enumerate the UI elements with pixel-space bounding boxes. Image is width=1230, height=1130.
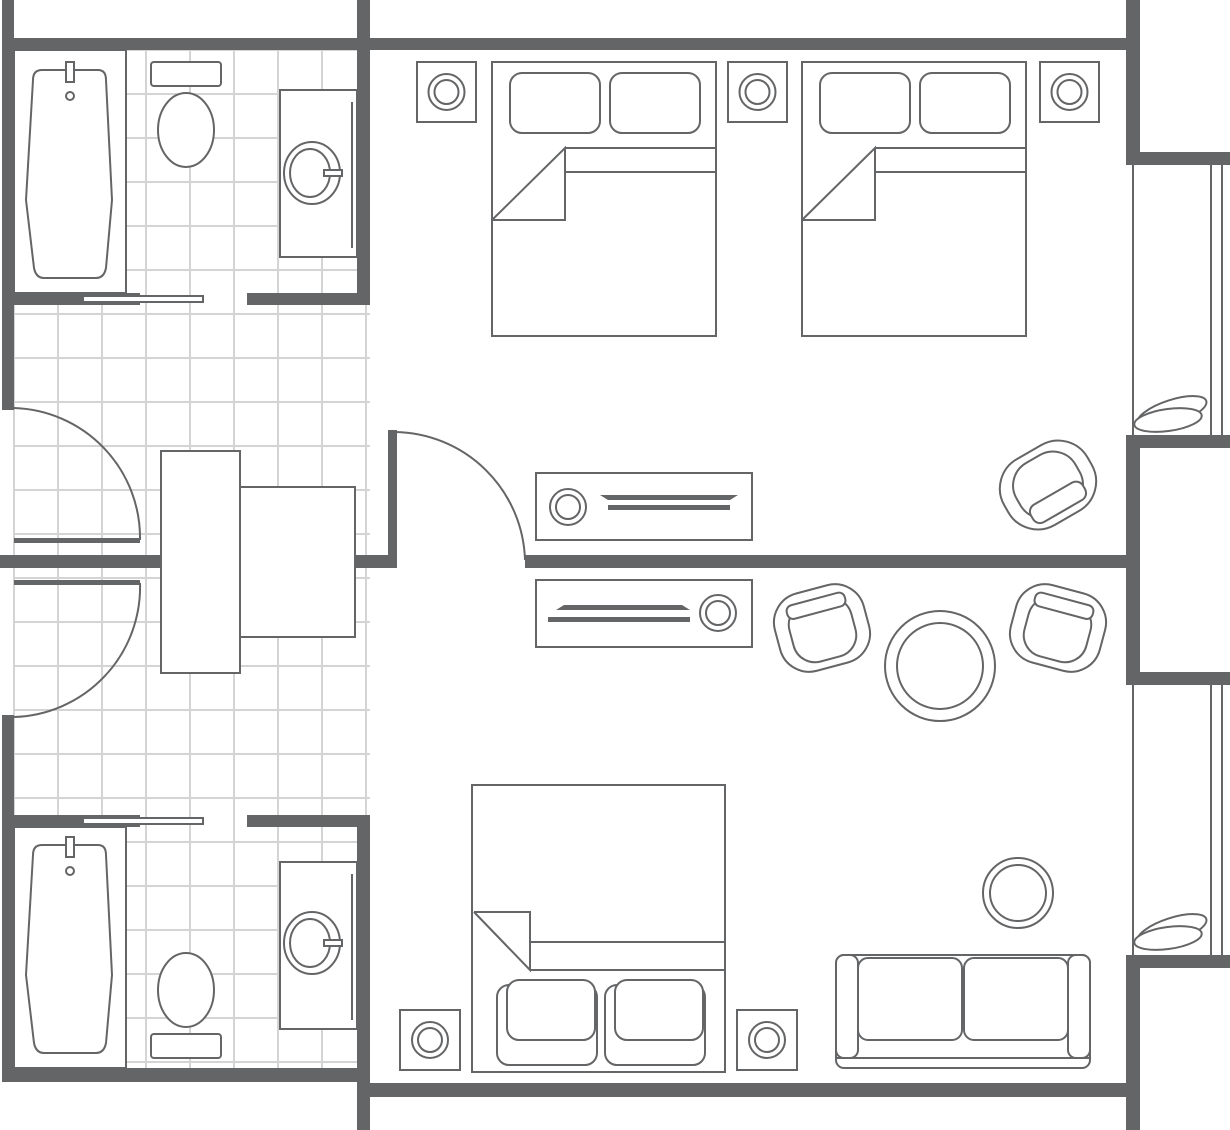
round-table xyxy=(884,610,996,722)
side-table xyxy=(982,857,1054,929)
toilet-tank xyxy=(150,61,222,87)
bathtub xyxy=(24,844,114,1054)
sofa xyxy=(835,954,1091,1069)
nightstand xyxy=(416,61,477,123)
nightstand xyxy=(1039,61,1100,123)
toilet-tank xyxy=(150,1033,222,1059)
bathroom-bottom xyxy=(13,826,358,1069)
toilet-bowl xyxy=(157,92,215,168)
nightstand xyxy=(727,61,788,123)
dining-chair-left xyxy=(772,583,872,673)
balcony-top xyxy=(1132,165,1223,435)
dresser-top xyxy=(535,472,753,541)
bed-single xyxy=(471,784,726,1073)
doors xyxy=(13,295,526,825)
bed-double xyxy=(801,61,1027,337)
dresser-bottom xyxy=(535,579,753,648)
bathroom-top xyxy=(13,49,358,294)
armchair xyxy=(998,439,1098,531)
nightstand xyxy=(399,1009,798,1071)
bedroom-two-beds xyxy=(416,61,1100,337)
balcony-bottom xyxy=(1132,685,1223,955)
bathtub xyxy=(24,69,114,279)
dining-chair-right xyxy=(1008,583,1108,673)
bed-double xyxy=(491,61,717,337)
corridor-console xyxy=(160,450,356,674)
toilet-bowl xyxy=(157,952,215,1028)
